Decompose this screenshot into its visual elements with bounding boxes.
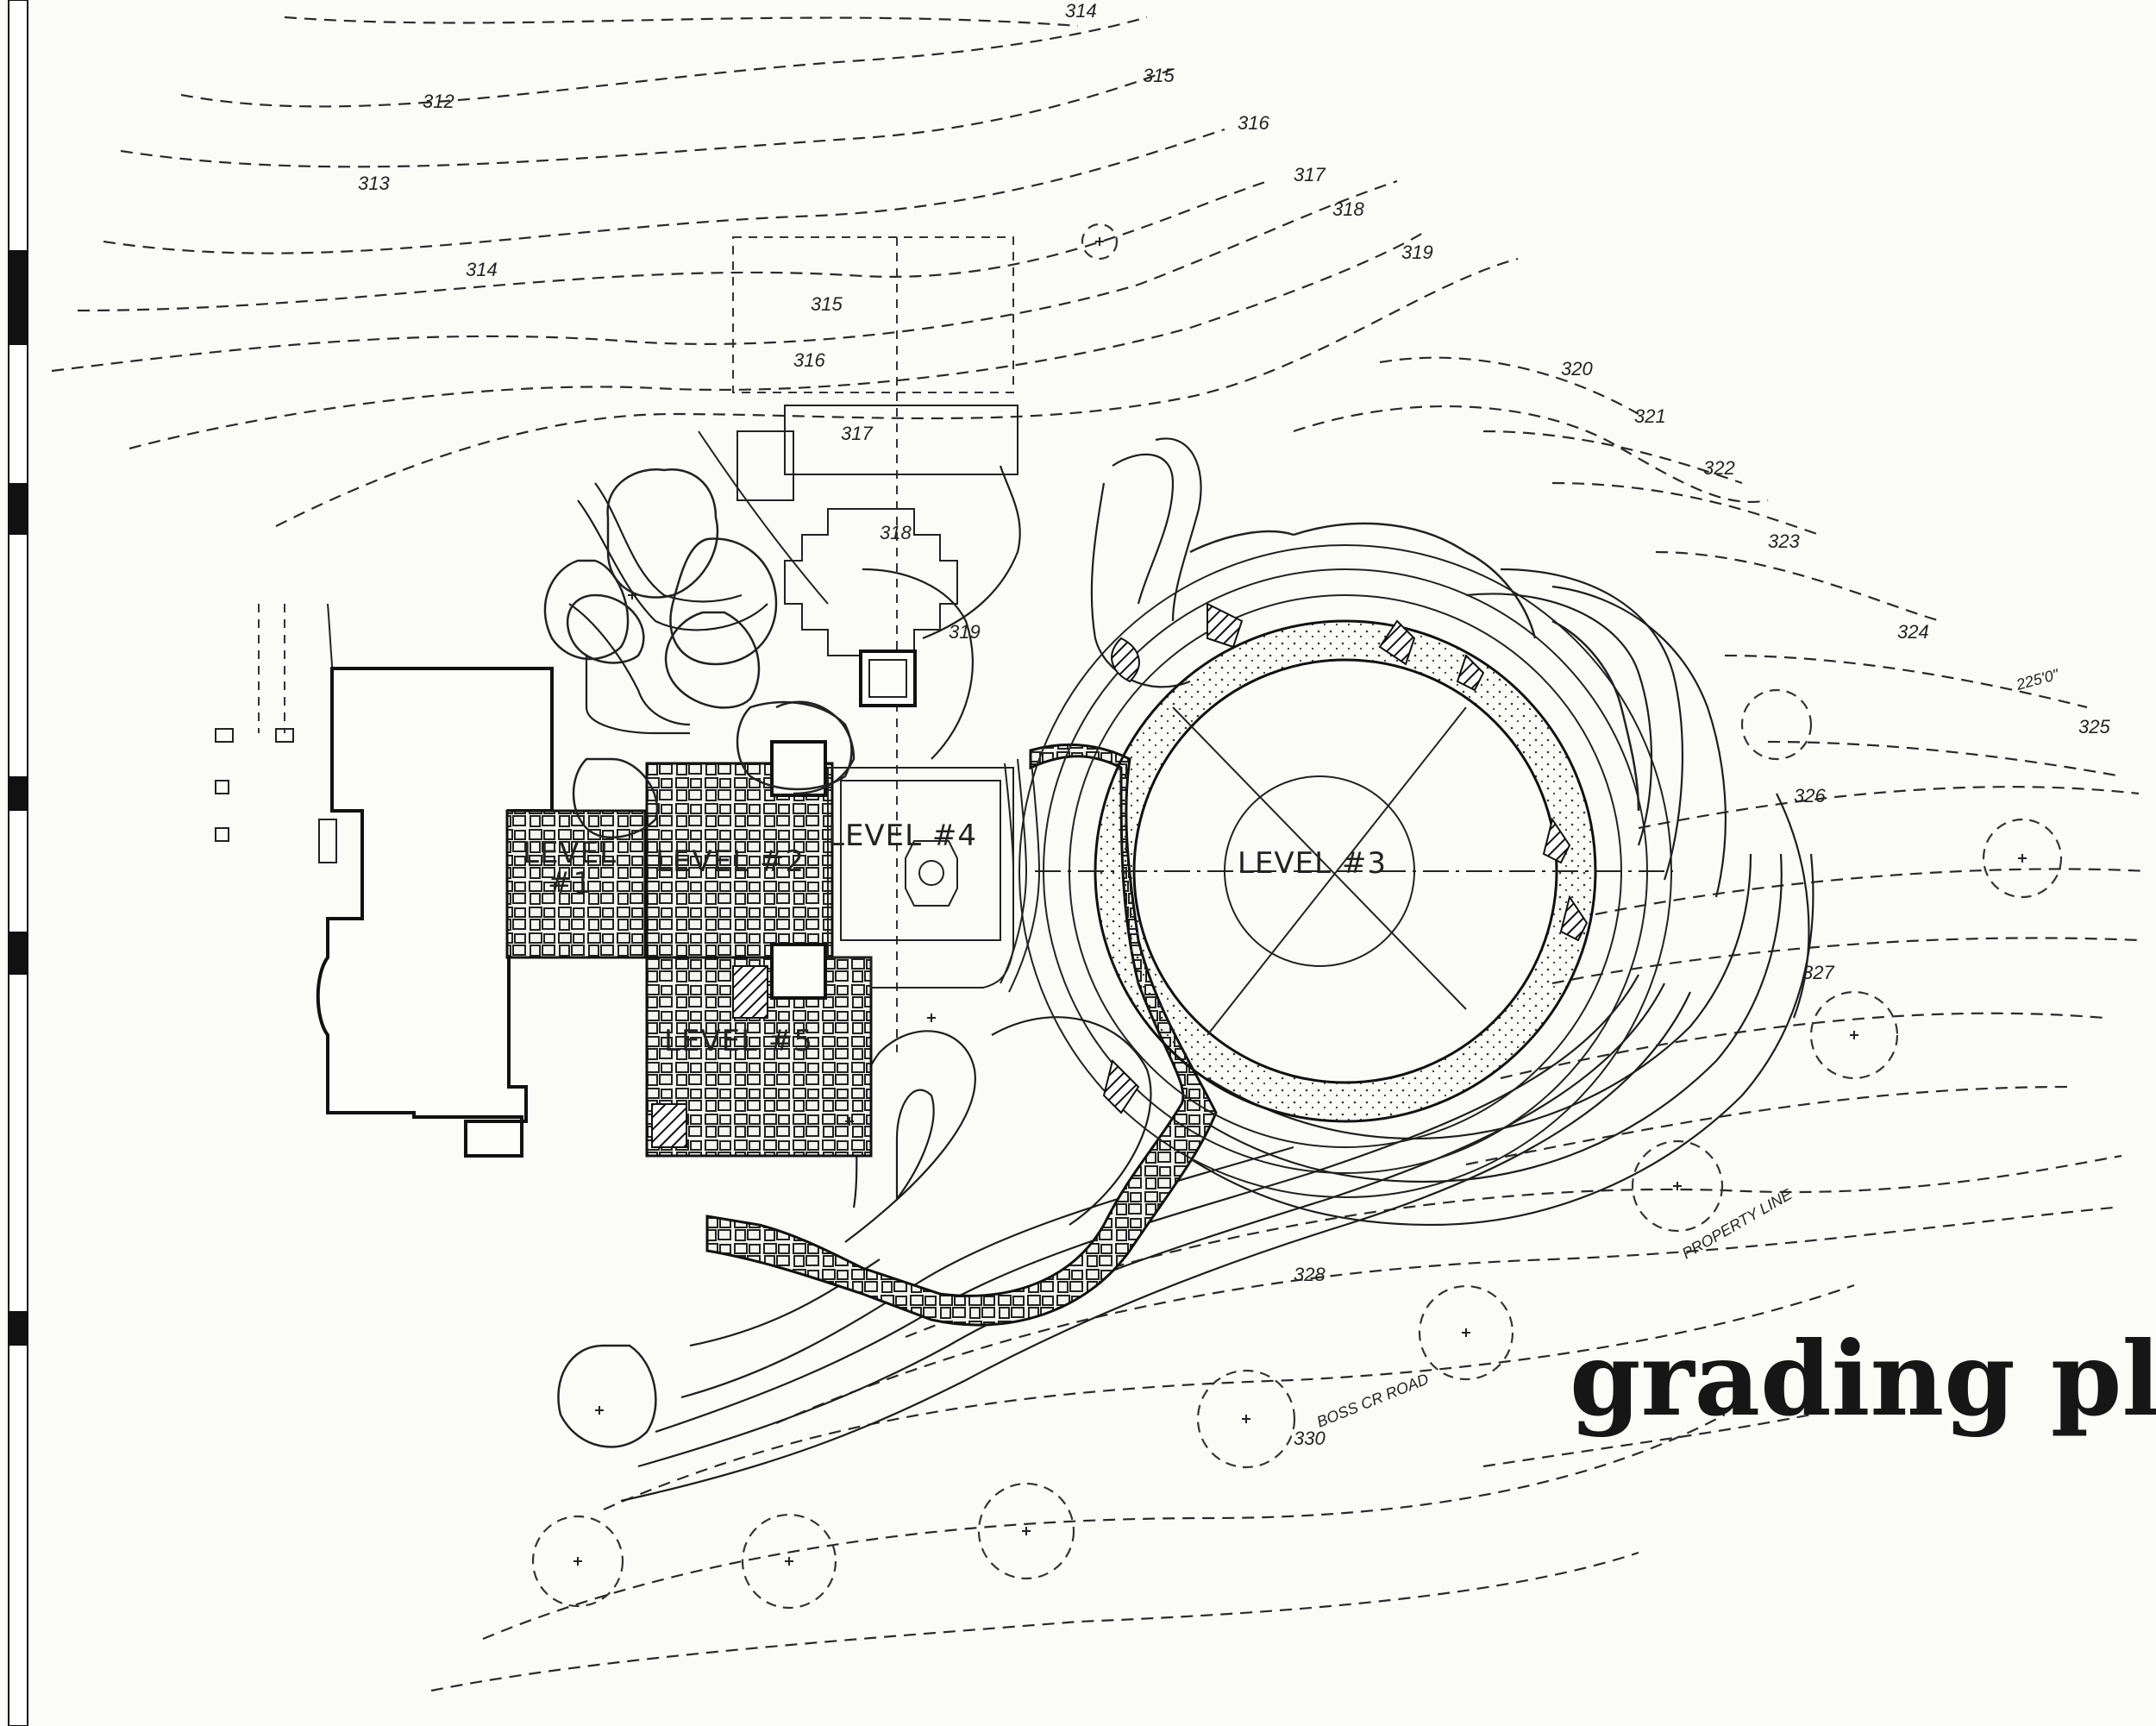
contour-label-316b: 316 (793, 349, 825, 371)
contour-label-319: 319 (1401, 242, 1433, 263)
contour-label-328: 328 (1294, 1264, 1326, 1285)
scale-ruler (8, 0, 28, 1726)
contour-label-315b: 315 (811, 293, 843, 315)
existing-contours (51, 16, 2148, 1692)
level-2-label: LEVEL #2 (655, 844, 805, 879)
level-3-circle (1018, 544, 1673, 1198)
contour-label-314b: 314 (466, 259, 498, 280)
contour-label-323: 323 (1768, 530, 1800, 552)
contour-label-324: 324 (1897, 621, 1929, 643)
level-5-label: LEVEL #5 (664, 1024, 813, 1058)
contour-label-318b: 318 (880, 522, 912, 543)
contour-label-326: 326 (1794, 785, 1826, 807)
contour-label-318: 318 (1332, 198, 1364, 220)
level-4-label: LEVEL #4 (828, 819, 977, 853)
road-note: BOSS CR ROAD (1314, 1370, 1431, 1430)
terraces (505, 740, 1041, 1158)
contour-label-317: 317 (1294, 164, 1326, 185)
contour-label-320: 320 (1561, 358, 1593, 380)
existing-trees (531, 223, 2063, 1610)
contour-label-322: 322 (1703, 457, 1735, 479)
contour-label-316: 316 (1238, 112, 1269, 134)
contour-label-315: 315 (1143, 65, 1175, 86)
contour-label-321: 321 (1634, 405, 1666, 427)
plan-title: grading plan (1570, 1319, 2156, 1439)
contour-label-312: 312 (423, 91, 454, 112)
contour-label-313: 313 (358, 173, 390, 194)
contour-label-330: 330 (1294, 1428, 1326, 1449)
level-3-label: LEVEL #3 (1238, 846, 1387, 881)
trees (543, 468, 1640, 1448)
contour-label-319b: 319 (949, 621, 981, 643)
contour-labels: 314 315 316 317 318 319 320 321 322 323 … (358, 0, 2110, 1449)
level-labels: LEVEL #1 LEVEL #2 LEVEL #3 LEVEL #4 LEVE… (523, 819, 1387, 1058)
contour-label-327: 327 (1802, 962, 1834, 983)
contour-label-314: 314 (1065, 0, 1097, 22)
level-1-number: #1 (548, 866, 592, 901)
property-line-note: PROPERTY LINE (1679, 1185, 1796, 1263)
contour-label-317b: 317 (841, 423, 873, 444)
house-footprint (316, 667, 554, 1158)
contour-label-325: 325 (2078, 716, 2110, 737)
dimension-note: 225'0" (2014, 665, 2062, 694)
level-1-label: LEVEL (523, 836, 617, 870)
tree-markers (573, 237, 2027, 1566)
